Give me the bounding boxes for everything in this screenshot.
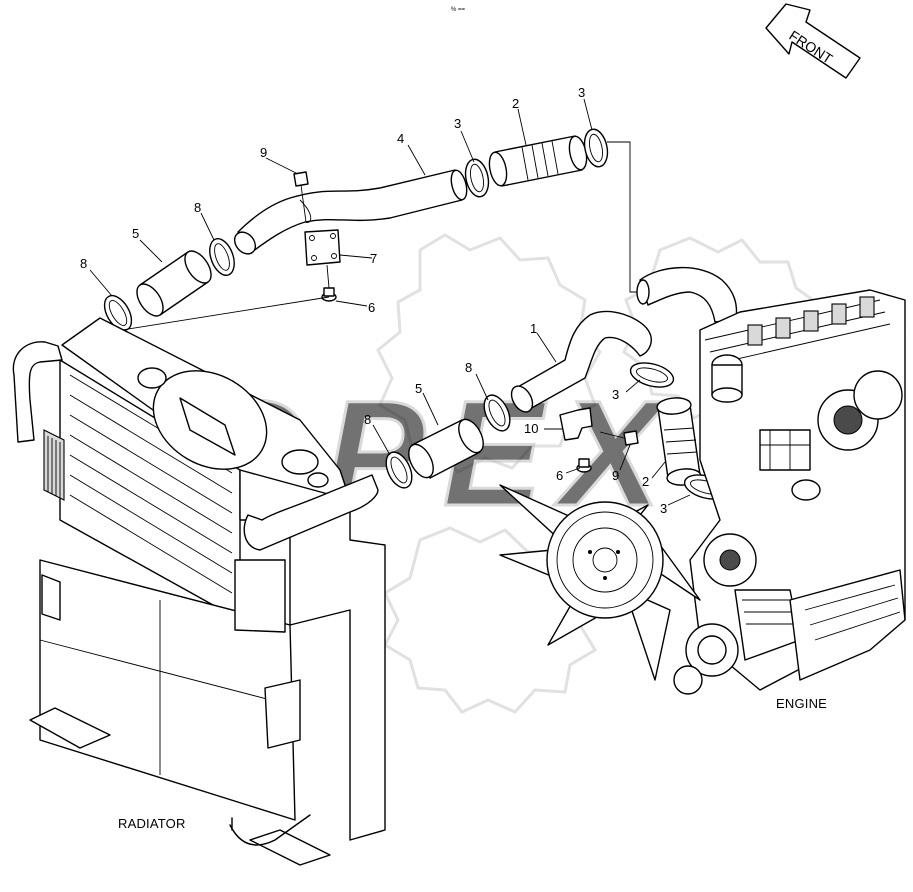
corner-mark: % == <box>451 7 466 13</box>
front-direction-arrow: FRONT <box>765 3 861 79</box>
upper-mounting-bracket <box>304 229 373 266</box>
callout-upper-4: 4 <box>397 131 404 146</box>
lower-straight-hose <box>408 418 484 479</box>
radiator-label: RADIATOR <box>118 816 186 831</box>
lower-mounting-bracket <box>559 407 593 441</box>
callout-lower-10: 10 <box>524 421 538 436</box>
nut-upper-6 <box>321 264 337 302</box>
upper-straight-hose <box>136 250 212 317</box>
callout-lower-3-lower: 3 <box>660 501 667 516</box>
bolt-lower-9 <box>599 430 639 446</box>
callout-upper-7: 7 <box>370 251 377 266</box>
injectors <box>747 296 875 346</box>
callout-lower-3-upper: 3 <box>612 387 619 402</box>
callout-lower-9: 9 <box>612 468 619 483</box>
callout-lower-2: 2 <box>642 474 649 489</box>
upper-hose-coupler <box>488 135 588 187</box>
cooling-fan <box>499 484 701 681</box>
callout-upper-2: 2 <box>512 96 519 111</box>
engine-label: ENGINE <box>776 696 827 711</box>
lower-hose-coupler <box>656 397 702 486</box>
nut-lower-6 <box>576 458 592 473</box>
engine-assembly <box>499 266 906 695</box>
callout-lower-8-left: 8 <box>364 412 371 427</box>
callout-lower-8-right: 8 <box>465 360 472 375</box>
upper-pipe <box>237 169 463 253</box>
clamp-lower-8-left <box>385 451 413 489</box>
callout-upper-5: 5 <box>132 226 139 241</box>
clamp-upper-8-right <box>209 238 235 276</box>
clamp-lower-8-right <box>483 394 511 432</box>
lower-hose-assembly <box>372 310 729 506</box>
lower-pipe <box>515 310 652 411</box>
callout-upper-8-right: 8 <box>194 200 201 215</box>
callout-lower-5: 5 <box>415 381 422 396</box>
callout-upper-6: 6 <box>368 300 375 315</box>
bolt-upper-9 <box>293 171 309 223</box>
callout-upper-8-left: 8 <box>80 256 87 271</box>
callout-upper-3-right: 3 <box>578 85 585 100</box>
clamp-lower-3-upper <box>629 362 675 388</box>
callout-upper-3-left: 3 <box>454 116 461 131</box>
radiator-assembly <box>12 317 386 866</box>
callout-lower-6: 6 <box>556 468 563 483</box>
upper-hose-assembly <box>89 98 645 332</box>
callout-lower-1: 1 <box>530 321 537 336</box>
callout-upper-9: 9 <box>260 145 267 160</box>
